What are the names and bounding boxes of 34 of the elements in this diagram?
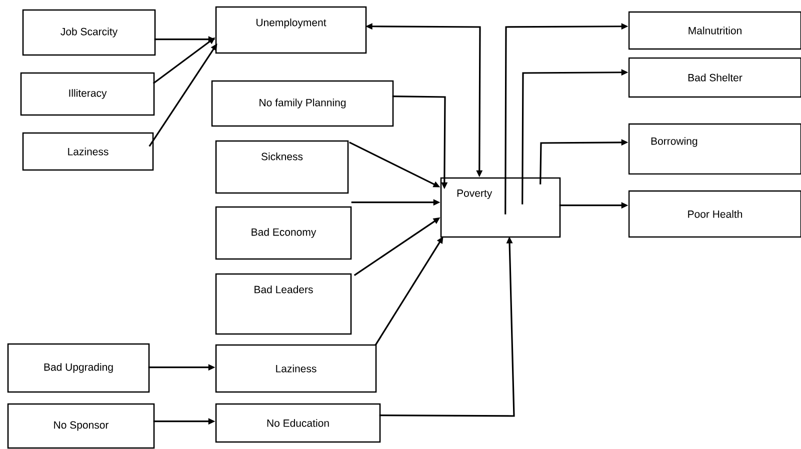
process-box	[22, 9, 156, 56]
process-box	[7, 403, 155, 449]
process-box	[215, 6, 367, 54]
process-box	[215, 273, 352, 335]
process-box	[215, 206, 352, 260]
box-label: Bad Economy	[252, 228, 316, 238]
process-box	[215, 140, 349, 194]
process-box	[215, 403, 381, 443]
box-label: Sickness	[261, 152, 303, 160]
box-label: No Sponsor	[54, 421, 109, 431]
box-label: Job Scarcity	[60, 28, 118, 38]
process-box	[628, 123, 801, 175]
box-label: Illiteracy	[69, 89, 107, 99]
box-label: Poor Health	[688, 210, 742, 218]
box-label: No Education	[267, 419, 329, 427]
box-label: Laziness	[276, 364, 316, 372]
process-box	[628, 11, 801, 50]
box-label: No family Planning	[260, 98, 346, 108]
box-label: Borrowing	[651, 137, 698, 147]
box-label: Bad Upgrading	[44, 363, 113, 373]
box-label: Bad Shelter	[688, 74, 742, 82]
box-label: Unemployment	[256, 18, 326, 28]
process-box	[20, 72, 155, 116]
process-box	[7, 343, 150, 393]
process-box	[22, 132, 154, 171]
process-box	[628, 57, 801, 98]
box-label: Malnutrition	[688, 26, 742, 34]
box-label: Poverty	[457, 190, 492, 199]
process-box	[628, 190, 801, 238]
process-box	[440, 177, 561, 238]
process-box	[211, 80, 394, 127]
process-box	[215, 344, 377, 393]
box-label: Bad Leaders	[254, 286, 313, 294]
box-label: Laziness	[68, 148, 108, 156]
